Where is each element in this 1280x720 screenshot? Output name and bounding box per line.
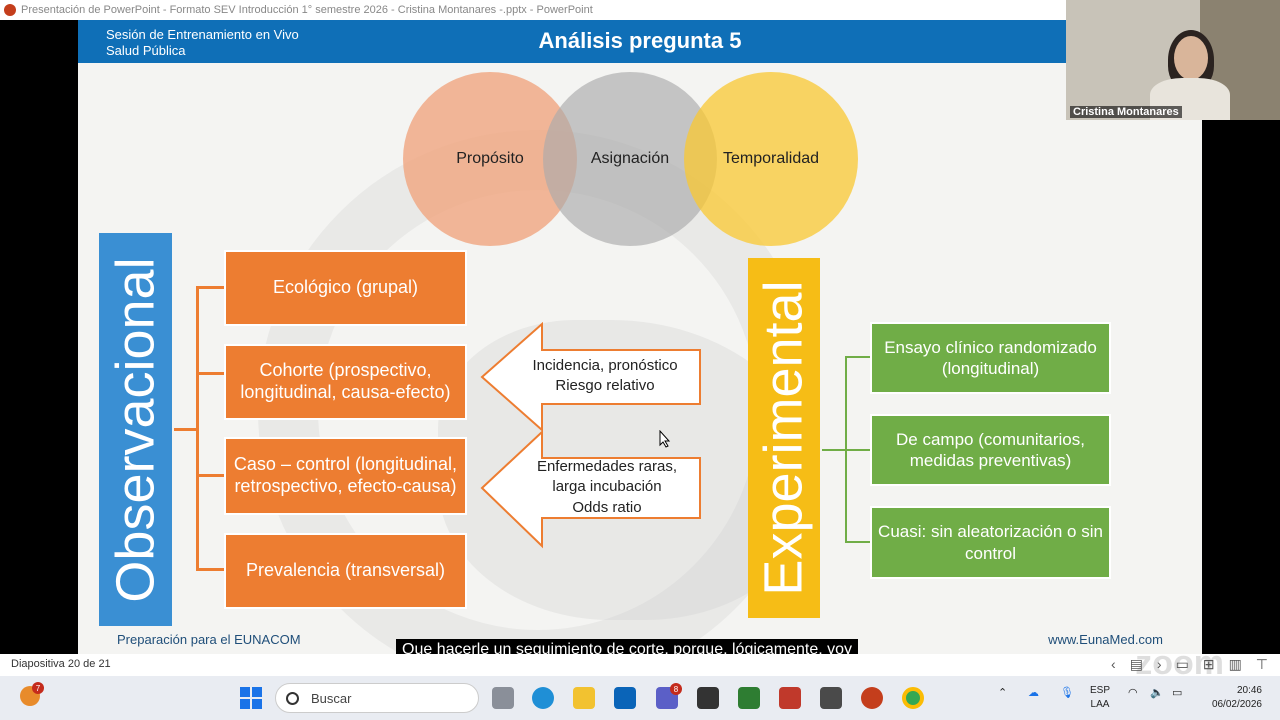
arrow-cohorte: [480, 322, 701, 432]
study-box-cuasi: Cuasi: sin aleatorización o sin control: [870, 506, 1111, 579]
reading-view-icon[interactable]: ▥: [1228, 656, 1242, 672]
microphone-icon[interactable]: 🎙: [1060, 687, 1074, 699]
onedrive-icon[interactable]: ☁: [1028, 687, 1039, 699]
presentation-slide: Sesión de Entrenamiento en Vivo Salud Pú…: [78, 20, 1202, 654]
bracket-branch: [845, 449, 871, 451]
bracket-stem: [822, 449, 846, 451]
study-box-prevalencia: Prevalencia (transversal): [224, 533, 467, 609]
search-placeholder: Buscar: [311, 690, 352, 706]
powerpoint-taskbar-icon[interactable]: [861, 687, 883, 709]
battery-icon[interactable]: ▭: [1172, 687, 1183, 699]
teams-badge: 8: [670, 683, 682, 695]
notification-badge: 7: [32, 682, 44, 694]
wifi-icon[interactable]: ◠: [1128, 687, 1138, 699]
bracket-stem: [174, 428, 198, 431]
snipping-tool-icon[interactable]: [779, 687, 801, 709]
clock-time: 20:46: [1236, 685, 1262, 696]
taskbar-search[interactable]: Buscar: [275, 683, 479, 713]
chrome-icon[interactable]: [902, 687, 924, 709]
language-code: ESP: [1090, 685, 1111, 696]
footer-right: www.EunaMed.com: [1048, 632, 1163, 647]
chevron-right-icon[interactable]: ›: [1156, 656, 1162, 672]
experimental-label: Experimental: [754, 280, 815, 596]
header-line-2: Salud Pública: [106, 43, 186, 58]
venn-circle-temporalidad: Temporalidad: [684, 72, 858, 246]
study-box-cohorte: Cohorte (prospectivo, longitudinal, caus…: [224, 344, 467, 420]
arrow-caso-control-text: Enfermedades raras, larga incubación Odd…: [536, 458, 678, 516]
outlook-icon[interactable]: [614, 687, 636, 709]
task-view-icon[interactable]: [492, 687, 514, 709]
tree-app-icon[interactable]: [738, 687, 760, 709]
participant-face: [1174, 36, 1208, 80]
footer-left: Preparación para el EUNACOM: [117, 632, 301, 647]
edge-icon[interactable]: [532, 687, 554, 709]
mouse-cursor-icon: [659, 430, 671, 448]
venn-label: Temporalidad: [722, 150, 820, 167]
bracket-branch: [196, 568, 224, 571]
keyboard-layout: LAA: [1090, 699, 1110, 710]
arrow-caso-control: [480, 430, 701, 549]
speaker-icon[interactable]: 🔈: [1150, 687, 1164, 699]
study-box-caso-control: Caso – control (longitudinal, retrospect…: [224, 437, 467, 515]
zoom-watermark: zoom: [1135, 644, 1224, 682]
slide-header-banner: Sesión de Entrenamiento en Vivo Salud Pú…: [78, 20, 1202, 63]
slide-sorter-icon[interactable]: ⊞: [1202, 656, 1215, 672]
language-indicator[interactable]: ESP LAA: [1090, 684, 1110, 712]
bracket-branch: [196, 372, 224, 375]
chevron-left-icon[interactable]: ‹: [1111, 656, 1116, 672]
windows-taskbar: 7 Buscar 8 ⌃ ☁ 🎙 ESP LAA ◠ 🔈 ▭ 20:46 06/…: [0, 676, 1280, 720]
venn-label: Propósito: [456, 150, 524, 167]
observational-bar: Observacional: [99, 233, 172, 626]
study-box-de-campo: De campo (comunitarios, medidas preventi…: [870, 414, 1111, 486]
participant-name: Cristina Montanares: [1070, 106, 1182, 118]
slide-counter: Diapositiva 20 de 21: [11, 658, 111, 670]
bracket-vertical: [196, 286, 199, 570]
arrow-cohorte-text: Incidencia, pronóstico Riesgo relativo: [532, 357, 678, 395]
powerpoint-title-bar: Presentación de PowerPoint - Formato SEV…: [0, 0, 1066, 20]
venn-label: Asignación: [590, 150, 670, 167]
file-explorer-icon[interactable]: [573, 687, 595, 709]
study-box-ecologico: Ecológico (grupal): [224, 250, 467, 326]
view-controls: ‹ ▤ › ▭ ⊞ ▥ ⊤: [1111, 656, 1268, 673]
window-title: Presentación de PowerPoint - Formato SEV…: [21, 4, 593, 16]
system-clock[interactable]: 20:46 06/02/2026: [1200, 684, 1262, 712]
study-box-ensayo-clinico: Ensayo clínico randomizado (longitudinal…: [870, 322, 1111, 394]
bracket-branch: [196, 474, 224, 477]
powerpoint-icon: [4, 4, 16, 16]
calculator-icon[interactable]: [820, 687, 842, 709]
experimental-bar: Experimental: [748, 258, 820, 618]
slideshow-icon[interactable]: ⊤: [1255, 656, 1268, 672]
chevron-up-icon[interactable]: ⌃: [998, 687, 1008, 699]
bracket-branch: [845, 541, 871, 543]
windows-start-icon[interactable]: [240, 687, 262, 709]
slide-title: Análisis pregunta 5: [538, 28, 742, 53]
observational-label: Observacional: [105, 256, 166, 603]
header-line-1: Sesión de Entrenamiento en Vivo: [106, 27, 299, 42]
participant-video-tile[interactable]: Cristina Montanares: [1066, 0, 1280, 120]
slide-menu-icon[interactable]: ▤: [1129, 656, 1143, 672]
powerpoint-status-bar: Diapositiva 20 de 21 zoom ‹ ▤ › ▭ ⊞ ▥ ⊤: [0, 644, 1280, 682]
normal-view-icon[interactable]: ▭: [1175, 656, 1189, 672]
bracket-branch: [845, 356, 871, 358]
bracket-branch: [196, 286, 224, 289]
search-icon: [286, 691, 299, 705]
clock-date: 06/02/2026: [1211, 699, 1262, 710]
binoculars-icon[interactable]: [697, 687, 719, 709]
